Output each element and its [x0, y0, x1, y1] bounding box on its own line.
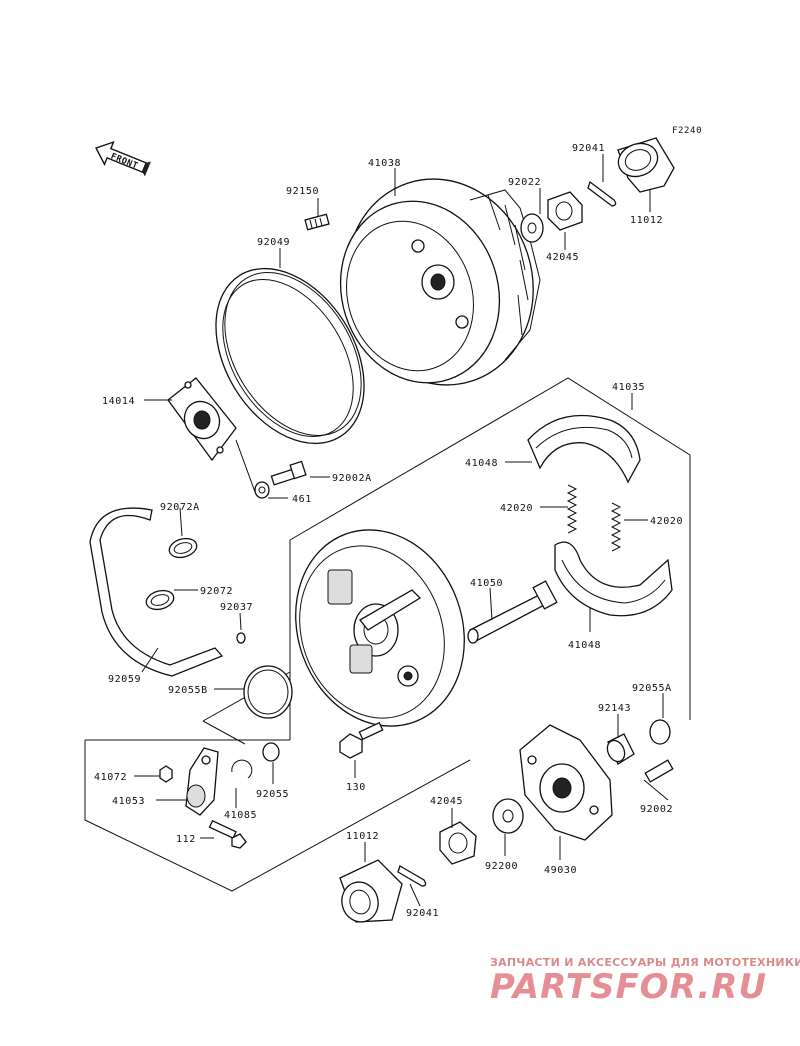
stud-92002-part [644, 759, 674, 783]
collar-92143-part [606, 733, 635, 765]
label-92072: 92072 [200, 586, 233, 597]
label-92055A: 92055A [632, 683, 672, 694]
watermark-logo: PARTSFOR.RU [490, 967, 767, 1007]
label-92022: 92022 [508, 177, 541, 188]
label-112: 112 [176, 834, 196, 845]
clip-41085-part [231, 759, 253, 779]
bolt-92150-part [304, 213, 330, 231]
washer-92200-part [492, 798, 524, 834]
hub-cap-bottom-part [339, 859, 403, 923]
o-ring-92055-part [262, 742, 280, 762]
front-direction-arrow: FRONT [95, 140, 151, 177]
o-ring-92055a-part [649, 719, 671, 745]
clip-92037-part [236, 632, 246, 644]
bolt-92002a-part [270, 460, 307, 486]
label-92041-top: 92041 [572, 143, 605, 154]
brake-shoe-top-part [527, 414, 641, 484]
label-92055B: 92055B [168, 685, 208, 696]
label-11012-bottom: 11012 [346, 831, 379, 842]
label-11012-top: 11012 [630, 215, 663, 226]
lock-washer-461-part [254, 481, 270, 499]
hose-clamp-92072a-part [168, 537, 198, 559]
label-42020-left: 42020 [500, 503, 533, 514]
label-42045-bottom: 42045 [430, 796, 463, 807]
bolt-112-part [208, 819, 247, 849]
part-number-labels: 41038 92150 92049 92022 92041 42045 1101… [94, 143, 683, 919]
label-92002A: 92002A [332, 473, 372, 484]
cotter-pin-bottom-part [397, 865, 427, 887]
washer-92022-part [520, 213, 544, 243]
label-42045-top: 42045 [546, 252, 579, 263]
label-92200: 92200 [485, 861, 518, 872]
label-49030: 49030 [544, 865, 577, 876]
o-ring-92055b-part [243, 665, 293, 719]
label-41038: 41038 [368, 158, 401, 169]
label-130: 130 [346, 782, 366, 793]
label-42020-right: 42020 [650, 516, 683, 527]
brake-panel-part [295, 529, 465, 727]
brake-drum-part [339, 178, 541, 386]
label-92041-bottom: 92041 [406, 908, 439, 919]
brake-spring-left-part [566, 484, 578, 534]
label-41035: 41035 [612, 382, 645, 393]
cotter-pin-top-part [587, 180, 617, 207]
label-41048-bottom: 41048 [568, 640, 601, 651]
brake-lever-part [185, 747, 219, 816]
label-14014: 14014 [102, 396, 135, 407]
figure-code: F2240 [672, 126, 702, 136]
breather-hose-part [89, 507, 224, 677]
label-41085: 41085 [224, 810, 257, 821]
label-92049: 92049 [257, 237, 290, 248]
castle-nut-bottom-part [439, 821, 477, 865]
bearing-flange-part [167, 377, 237, 462]
label-92072A: 92072A [160, 502, 200, 513]
label-461: 461 [292, 494, 312, 505]
label-92059: 92059 [108, 674, 141, 685]
label-41053: 41053 [112, 796, 145, 807]
leader-lines [134, 154, 669, 907]
watermark-tagline: ЗАПЧАСТИ И АКСЕССУАРЫ ДЛЯ МОТОТЕХНИКИ [490, 956, 800, 969]
label-41072: 41072 [94, 772, 127, 783]
label-41050: 41050 [470, 578, 503, 589]
brake-shoe-bottom-part [554, 541, 673, 617]
label-92143: 92143 [598, 703, 631, 714]
watermark: ЗАПЧАСТИ И АКСЕССУАРЫ ДЛЯ МОТОТЕХНИКИ PA… [490, 956, 800, 1007]
oil-seal-ring [215, 267, 365, 445]
label-92037: 92037 [220, 602, 253, 613]
label-92002: 92002 [640, 804, 673, 815]
label-92150: 92150 [286, 186, 319, 197]
hub-cap-top-part [617, 137, 675, 193]
brake-camshaft-part [467, 580, 558, 644]
brake-spring-right-part [610, 502, 622, 552]
label-41048-top: 41048 [465, 458, 498, 469]
wheel-hub-part [519, 724, 613, 841]
hose-clamp-92072-part [145, 589, 175, 611]
bolt-130-part [339, 721, 384, 759]
castle-nut-top-part [547, 191, 583, 231]
label-92055: 92055 [256, 789, 289, 800]
nut-41072-part [159, 765, 173, 783]
